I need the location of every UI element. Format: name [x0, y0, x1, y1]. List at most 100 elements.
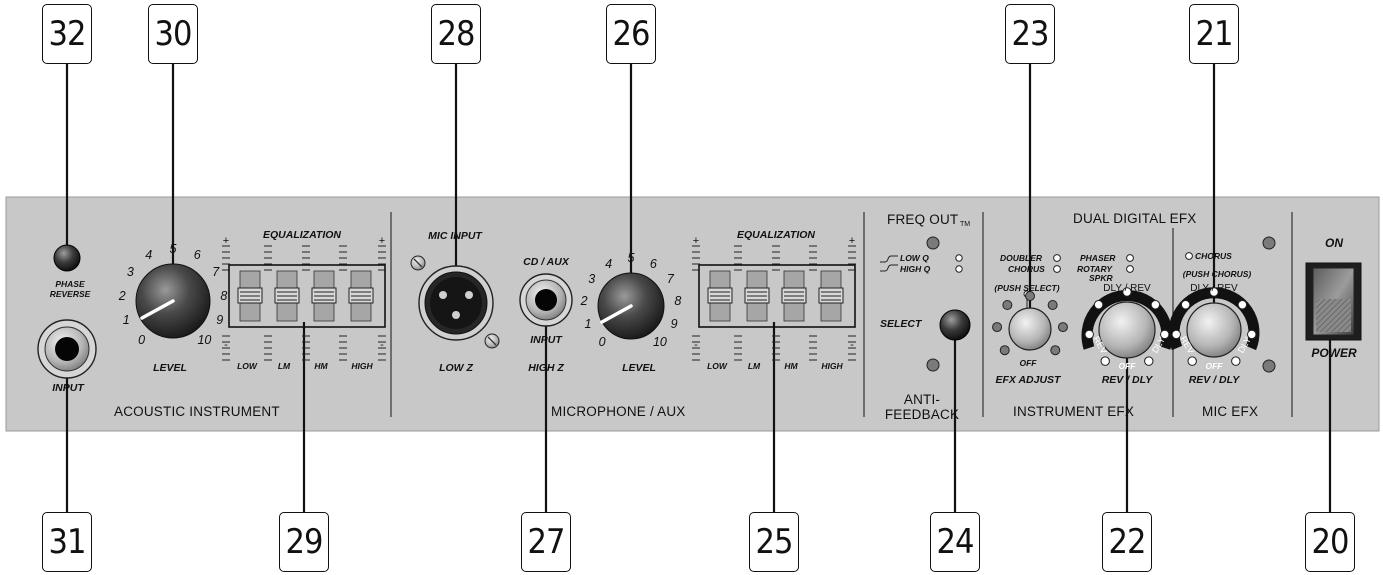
cd-aux-input-label: INPUT [530, 334, 562, 346]
section-anti-feedback-2: FEEDBACK [884, 407, 960, 422]
acoustic-level-scale-1: 1 [122, 313, 130, 328]
callout-26: 26 [606, 4, 656, 64]
callout-32: 32 [42, 4, 92, 64]
acoustic-level-scale-10: 10 [197, 333, 212, 348]
phase-reverse-label: PHASE [55, 279, 85, 289]
phase-reverse-button [53, 244, 81, 272]
mic-level-knob [597, 272, 665, 340]
callout-23: 23 [1005, 4, 1055, 64]
acoustic-level-knob [135, 263, 211, 339]
callout-25: 25 [749, 512, 799, 572]
acoustic-eq-plus-mark: + [222, 235, 230, 247]
instrument-knob-off-label: OFF [1118, 361, 1136, 371]
mic-dly-rev-arc-label: DLY / REV [1190, 283, 1238, 294]
power-on-label: ON [1325, 236, 1343, 250]
mic-level-scale-0: 0 [598, 335, 606, 350]
section-freq-out: FREQ OUT [887, 212, 959, 227]
phaser-label: PHASER [1080, 253, 1116, 263]
acoustic-level-scale-4: 4 [145, 248, 153, 263]
select-label: SELECT [880, 318, 922, 330]
mic-eq-plus-mark: + [692, 235, 700, 247]
callout-31: 31 [42, 512, 92, 572]
mic-input-xlr-jack [410, 255, 500, 349]
mic-eq-title: EQUALIZATION [737, 229, 815, 241]
mic-eq-band-high: HIGH [821, 361, 843, 371]
high-q-label: HIGH Q [900, 264, 931, 274]
instrument-dly-rev-arc-label: DLY / REV [1103, 283, 1151, 294]
mic-rev-dly-label: REV / DLY [1188, 374, 1240, 386]
acoustic-level-scale-6: 6 [193, 248, 201, 263]
spkr-label: SPKR [1089, 273, 1113, 283]
callout-20: 20 [1305, 512, 1355, 572]
acoustic-eq-minus-mark: - [224, 339, 228, 351]
acoustic-level-scale-0: 0 [138, 333, 146, 348]
mic-level-scale-5: 5 [627, 251, 635, 265]
mic-input-label: MIC INPUT [428, 230, 482, 242]
chorus-label: CHORUS [1008, 264, 1045, 274]
mic-level-scale-9: 9 [670, 316, 678, 331]
acoustic-level-scale-7: 7 [212, 265, 220, 280]
phase-reverse-label-2: REVERSE [49, 289, 91, 299]
acoustic-eq-band-hm: HM [314, 361, 328, 371]
acoustic-level-label: LEVEL [153, 362, 187, 374]
mic-low-z-label: LOW Z [439, 362, 473, 374]
mic-rev-dly-knob [1168, 287, 1260, 366]
acoustic-level-scale-3: 3 [126, 265, 134, 280]
mic-knob-off-label: OFF [1205, 361, 1223, 371]
acoustic-level-scale-8: 8 [220, 288, 228, 303]
acoustic-input-label: INPUT [52, 382, 84, 394]
instrument-rev-dly-label: REV / DLY [1101, 374, 1153, 386]
push-chorus-label: (PUSH CHORUS) [1182, 269, 1252, 279]
instrument-efx-leds [1053, 254, 1134, 273]
mic-level-scale-2: 2 [580, 294, 588, 309]
mic-eq-sliders [692, 245, 856, 361]
efx-adjust-label: EFX ADJUST [995, 374, 1061, 386]
doubler-label: DOUBLER [1000, 253, 1043, 263]
mic-level-scale-3: 3 [588, 272, 596, 287]
acoustic-eq-sliders [222, 245, 386, 361]
mic-eq-minus-mark: - [850, 339, 854, 351]
mic-level-scale-10: 10 [652, 335, 667, 350]
rotary-label: ROTARY [1077, 264, 1113, 274]
mic-eq-band-low: LOW [707, 361, 727, 371]
freq-out-trademark: TM [960, 221, 971, 228]
mic-eq-band-lm: LM [747, 361, 761, 371]
acoustic-input-jack [37, 319, 97, 379]
acoustic-level-scale-2: 2 [118, 288, 126, 303]
section-acoustic-instrument: ACOUSTIC INSTRUMENT [114, 404, 280, 419]
acoustic-eq-minus-mark: - [380, 339, 384, 351]
cd-aux-input-jack [519, 273, 573, 327]
freq-out-leds [880, 236, 963, 372]
mic-chorus-label: CHORUS [1195, 251, 1232, 261]
mic-efx-leds [1185, 236, 1276, 373]
callout-22: 22 [1102, 512, 1152, 572]
section-dual-digital-efx: DUAL DIGITAL EFX [1073, 211, 1197, 226]
acoustic-level-scale-9: 9 [216, 313, 224, 328]
cd-aux-high-z-label: HIGH Z [528, 362, 564, 374]
section-instrument-efx: INSTRUMENT EFX [1013, 404, 1135, 419]
cd-aux-label: CD / AUX [523, 256, 569, 268]
mic-level-scale-4: 4 [605, 256, 613, 271]
mic-level-scale-7: 7 [666, 272, 674, 287]
callout-28: 28 [431, 4, 481, 64]
acoustic-eq-band-low: LOW [237, 361, 257, 371]
acoustic-level-scale-5: 5 [169, 242, 177, 256]
section-microphone-aux: MICROPHONE / AUX [551, 404, 686, 419]
acoustic-eq-band-lm: LM [277, 361, 291, 371]
section-anti-feedback: ANTI- [903, 392, 941, 407]
anti-feedback-select-button [939, 309, 971, 341]
acoustic-eq-plus-mark: + [378, 235, 386, 247]
callout-30: 30 [148, 4, 198, 64]
acoustic-eq-title: EQUALIZATION [263, 229, 341, 241]
mic-level-label: LEVEL [622, 362, 656, 374]
callout-27: 27 [521, 512, 571, 572]
acoustic-eq-band-high: HIGH [351, 361, 373, 371]
mic-eq-plus-mark: + [848, 235, 856, 247]
section-mic-efx: MIC EFX [1202, 404, 1259, 419]
power-switch [1305, 262, 1362, 341]
mic-level-scale-8: 8 [674, 294, 682, 309]
low-q-label: LOW Q [900, 253, 929, 263]
push-select-label: (PUSH SELECT) [994, 283, 1060, 293]
callout-24: 24 [930, 512, 980, 572]
